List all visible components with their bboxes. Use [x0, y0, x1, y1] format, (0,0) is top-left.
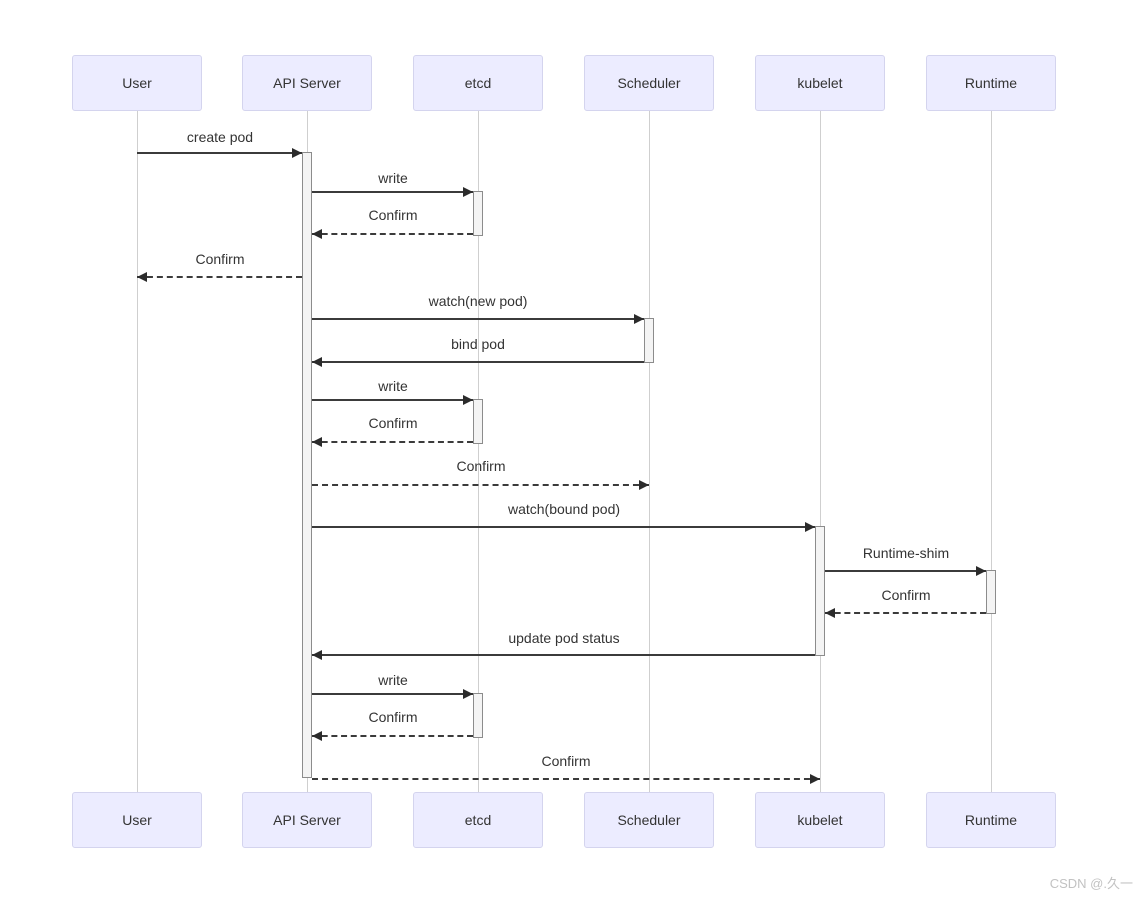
lifeline-user: [137, 111, 138, 792]
message-label: bind pod: [451, 336, 505, 352]
message-label: watch(new pod): [428, 293, 528, 309]
message-label: update pod status: [508, 630, 620, 646]
message-line: [312, 484, 649, 486]
activation-etcd-1: [473, 191, 483, 236]
actor-bottom-etcd: etcd: [413, 792, 543, 848]
activation-api-server: [302, 152, 312, 778]
message-line: [312, 233, 473, 235]
arrowhead-left-icon: [137, 272, 147, 282]
message-label: write: [378, 672, 408, 688]
actor-top-scheduler: Scheduler: [584, 55, 714, 111]
activation-etcd-2: [473, 399, 483, 444]
message-line: [312, 318, 644, 320]
actor-bottom-api-server: API Server: [242, 792, 372, 848]
actor-top-user: User: [72, 55, 202, 111]
message-line: [825, 570, 986, 572]
lifeline-kubelet: [820, 111, 821, 792]
arrowhead-right-icon: [805, 522, 815, 532]
lifeline-etcd: [478, 111, 479, 792]
arrowhead-right-icon: [463, 689, 473, 699]
actor-top-runtime: Runtime: [926, 55, 1056, 111]
arrowhead-left-icon: [312, 229, 322, 239]
message-label: Confirm: [368, 709, 418, 725]
message-line: [312, 399, 473, 401]
message-line: [137, 152, 302, 154]
message-line: [312, 778, 820, 780]
actor-bottom-scheduler: Scheduler: [584, 792, 714, 848]
lifeline-scheduler: [649, 111, 650, 792]
message-label: watch(bound pod): [507, 501, 621, 517]
actor-bottom-user: User: [72, 792, 202, 848]
arrowhead-left-icon: [312, 357, 322, 367]
message-line: [825, 612, 986, 614]
message-line: [312, 654, 815, 656]
arrowhead-right-icon: [292, 148, 302, 158]
message-label: Confirm: [456, 458, 506, 474]
message-label: Confirm: [368, 207, 418, 223]
message-label: write: [378, 378, 408, 394]
arrowhead-right-icon: [810, 774, 820, 784]
message-line: [312, 361, 644, 363]
arrowhead-right-icon: [463, 187, 473, 197]
message-line: [312, 693, 473, 695]
arrowhead-right-icon: [639, 480, 649, 490]
activation-runtime: [986, 570, 996, 614]
message-label: Runtime-shim: [862, 545, 950, 561]
actor-bottom-runtime: Runtime: [926, 792, 1056, 848]
arrowhead-left-icon: [825, 608, 835, 618]
lifeline-runtime: [991, 111, 992, 792]
actor-top-kubelet: kubelet: [755, 55, 885, 111]
activation-kubelet: [815, 526, 825, 656]
watermark: CSDN @.久一: [1049, 876, 1133, 891]
message-line: [312, 735, 473, 737]
actor-bottom-kubelet: kubelet: [755, 792, 885, 848]
actor-top-api-server: API Server: [242, 55, 372, 111]
arrowhead-left-icon: [312, 437, 322, 447]
activation-etcd-3: [473, 693, 483, 738]
arrowhead-right-icon: [634, 314, 644, 324]
message-line: [137, 276, 302, 278]
activation-scheduler: [644, 318, 654, 363]
message-label: create pod: [186, 129, 254, 145]
arrowhead-right-icon: [463, 395, 473, 405]
message-label: Confirm: [195, 251, 245, 267]
message-label: Confirm: [881, 587, 931, 603]
message-label: Confirm: [541, 753, 591, 769]
arrowhead-left-icon: [312, 650, 322, 660]
arrowhead-right-icon: [976, 566, 986, 576]
actor-top-etcd: etcd: [413, 55, 543, 111]
message-line: [312, 441, 473, 443]
arrowhead-left-icon: [312, 731, 322, 741]
message-line: [312, 526, 815, 528]
message-label: write: [378, 170, 408, 186]
message-line: [312, 191, 473, 193]
message-label: Confirm: [368, 415, 418, 431]
